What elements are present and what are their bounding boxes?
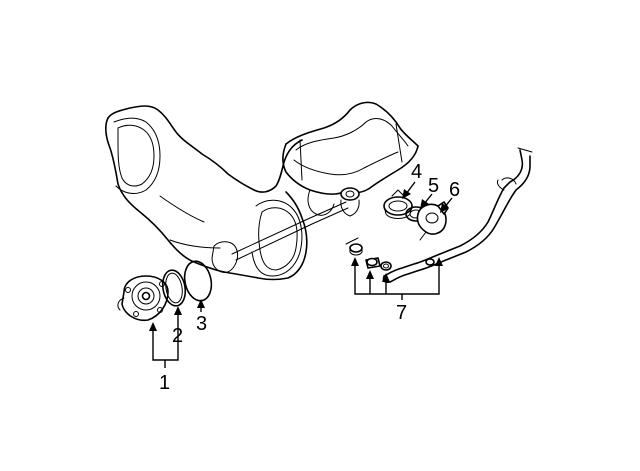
callout-6: 6 — [449, 179, 460, 201]
intake-housing — [282, 101, 419, 217]
hose-fittings — [345, 237, 392, 271]
leader-lines — [149, 181, 453, 368]
water-pump — [117, 275, 169, 322]
callout-2: 2 — [172, 325, 183, 347]
callout-1: 1 — [159, 372, 170, 394]
coolant-pipe — [382, 147, 533, 283]
callout-5: 5 — [428, 175, 439, 197]
callout-7: 7 — [396, 302, 407, 324]
timing-cover — [105, 105, 349, 281]
pump-gasket — [161, 269, 187, 307]
callout-4: 4 — [411, 161, 422, 183]
callout-3: 3 — [196, 313, 207, 335]
o-ring — [183, 260, 213, 302]
